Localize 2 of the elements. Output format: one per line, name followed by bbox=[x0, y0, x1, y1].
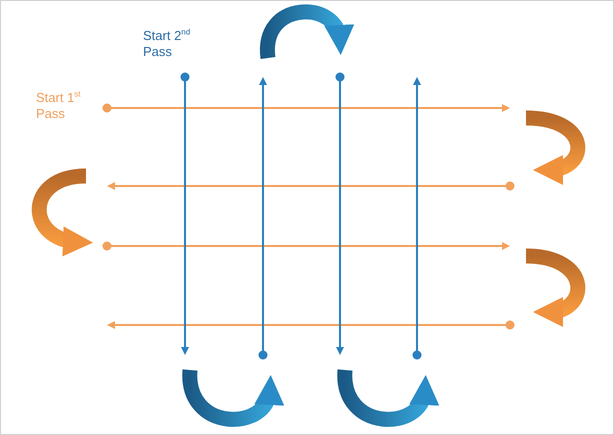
start-label: Start 1$^{st}$ Pass bbox=[36, 90, 82, 122]
start-label: Start 2$^{nd}$ Pass bbox=[143, 28, 192, 60]
